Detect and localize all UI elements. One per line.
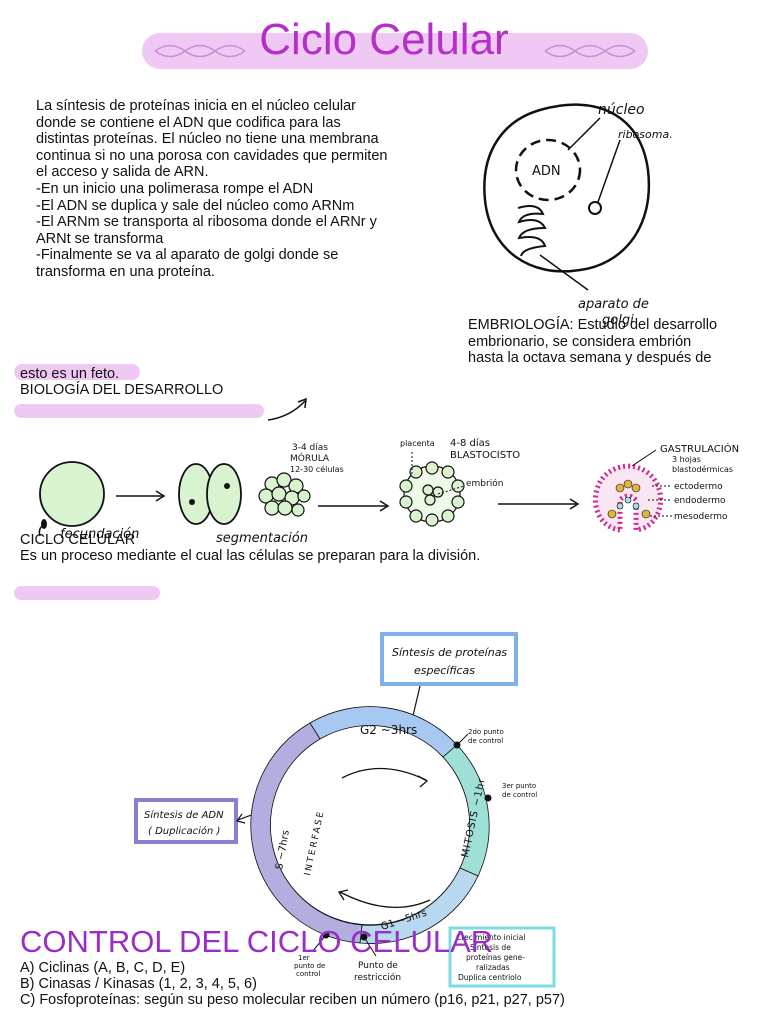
checkpoint-1-line2: punto de: [294, 962, 325, 970]
nucleus-label: núcleo: [598, 102, 645, 118]
placenta-label: placenta: [400, 439, 435, 448]
morula-label: MÓRULA: [290, 452, 330, 464]
cell-cycle-definition: Es un proceso mediante el cual las célul…: [20, 548, 481, 564]
embryology-paragraph: EMBRIOLOGÍA: Estudio del desarrollo embr…: [468, 317, 717, 367]
restriction-line2: restricción: [354, 972, 401, 983]
control-item-c: C) Fosfoproteínas: según su peso molecul…: [20, 992, 565, 1008]
embryology-continuation: esto es un feto.: [20, 366, 120, 382]
endoderm-label: endodermo: [674, 496, 726, 506]
morula: [258, 472, 311, 517]
s-phase-label: S ~7hrs: [274, 829, 292, 870]
dna-decoration: [154, 44, 636, 58]
interphase-label: INTERFASE: [303, 809, 327, 876]
g1-box-line5: Duplica centriolo: [458, 973, 522, 982]
development-diagram: fecundación segmentación 3-4 días MÓRULA…: [38, 437, 739, 546]
gastrulation-sub2: blastodérmicas: [672, 464, 733, 474]
gastrulation-sub1: 3 hojas: [672, 455, 701, 464]
cell-cycle-diagram: Síntesis de proteínas específicas Síntes…: [134, 632, 556, 988]
protein-box-line2: específicas: [414, 664, 475, 677]
ribosome: [588, 201, 602, 215]
intro-line: -En un inicio una polimerasa rompe el AD…: [36, 180, 314, 197]
intro-line: distintas proteínas. El núcleo no tiene …: [36, 131, 379, 148]
inner-arrow-top: [341, 767, 427, 781]
restriction-line1: Punto de: [358, 961, 398, 971]
intro-line: -Finalmente se va al aparato de golgi do…: [36, 247, 339, 264]
mesoderm-label: mesodermo: [674, 512, 728, 522]
checkpoint-1-line1: 1er: [298, 954, 310, 962]
checkpoint-2-line1: 2do punto: [468, 728, 504, 736]
fertilization-label: fecundación: [60, 527, 139, 542]
cell-membrane: [483, 103, 651, 273]
g1-box-line4: ralizadas: [476, 963, 510, 972]
nucleus-outline: [514, 138, 582, 202]
cell-cycle-heading: CICLO CELULAR: [20, 532, 136, 548]
cycle-ring-inner: [269, 724, 471, 926]
intro-line: -El ADN se duplica y sale del núcleo com…: [36, 197, 355, 214]
gastrula: [593, 463, 663, 533]
intro-line: -El ARNm se transporta al ribosoma donde…: [36, 214, 377, 231]
embryology-line: EMBRIOLOGÍA: Estudio del desarrollo: [468, 317, 718, 333]
g1-description-box: [448, 926, 556, 988]
g1-box-line3: proteínas gene-: [466, 953, 525, 962]
two-cell-right: [206, 463, 242, 525]
golgi-label-2: golgi: [602, 313, 634, 328]
dna-box-line2: ( Duplicación ): [148, 825, 220, 837]
intro-line: transforma en una proteína.: [36, 263, 215, 280]
development-highlight: [14, 364, 140, 380]
ectoderm-label: ectodermo: [674, 482, 723, 492]
intro-paragraph: La síntesis de proteínas inicia en el nú…: [36, 98, 387, 281]
inner-arrow-bottom: [339, 891, 431, 909]
development-heading: BIOLOGÍA DEL DESARROLLO: [20, 382, 224, 398]
embryo-label: embrión: [466, 478, 503, 489]
cell-diagram: ADN núcleo ribosoma. aparato de golgi: [483, 102, 673, 328]
g2-label: G2 ~3hrs: [360, 723, 417, 737]
embryology-line: hasta la octava semana y después de: [468, 350, 712, 367]
blastocyst: [399, 461, 465, 527]
dna-box-line1: Síntesis de ADN: [144, 809, 224, 821]
g1-box-line2: Síntesis de: [470, 943, 511, 952]
page-title: Ciclo Celular: [259, 15, 509, 64]
morula-cells: 12-30 células: [290, 464, 344, 474]
intro-line: continua si no una porosa con cavidades …: [36, 147, 388, 164]
intro-line: La síntesis de proteínas inicia en el nú…: [36, 98, 356, 114]
g1-box-line1: Crecimiento inicial: [456, 933, 525, 942]
segmentation-label: segmentación: [216, 531, 308, 546]
checkpoint-3-line2: de control: [502, 791, 537, 799]
title-highlight: [142, 33, 648, 69]
control-item-b: B) Cinasas / Kinasas (1, 2, 3, 4, 5, 6): [20, 976, 257, 992]
protein-synthesis-box: [380, 632, 518, 686]
control-heading: CONTROL DEL CICLO CELULAR: [20, 924, 494, 959]
intro-line: ARNt se transforma: [36, 230, 164, 247]
protein-box-line1: Síntesis de proteínas: [392, 646, 507, 659]
checkpoint-3-dot: [484, 794, 492, 802]
checkpoint-3-line1: 3er punto: [502, 782, 536, 790]
blastocyst-days: 4-8 días: [450, 437, 490, 449]
ribosome-label: ribosoma.: [618, 128, 673, 141]
golgi-apparatus: [517, 205, 547, 257]
golgi-label-1: aparato de: [578, 297, 649, 312]
checkpoint-1-line3: control: [296, 970, 320, 978]
curved-arrow: [267, 397, 307, 421]
development-underline: [14, 404, 264, 418]
sperm: [38, 525, 43, 537]
ring-s: [250, 722, 363, 944]
intro-line: donde se contiene el ADN que codifica pa…: [36, 114, 341, 131]
dna-label: ADN: [532, 164, 561, 179]
control-item-a: A) Ciclinas (A, B, C, D, E): [20, 960, 186, 976]
dna-synthesis-box: [134, 798, 238, 844]
zygote: [39, 461, 105, 527]
blastocyst-label: BLASTOCISTO: [450, 450, 520, 461]
cell-cycle-underline: [14, 586, 160, 600]
intro-line: el acceso y salida de ARN.: [36, 164, 209, 181]
morula-days: 3-4 días: [292, 443, 328, 453]
checkpoint-2-line2: de control: [468, 737, 503, 745]
gastrulation-label: GASTRULACIÓN: [660, 442, 739, 455]
embryology-line: embrionario, se considera embrión: [468, 333, 692, 350]
